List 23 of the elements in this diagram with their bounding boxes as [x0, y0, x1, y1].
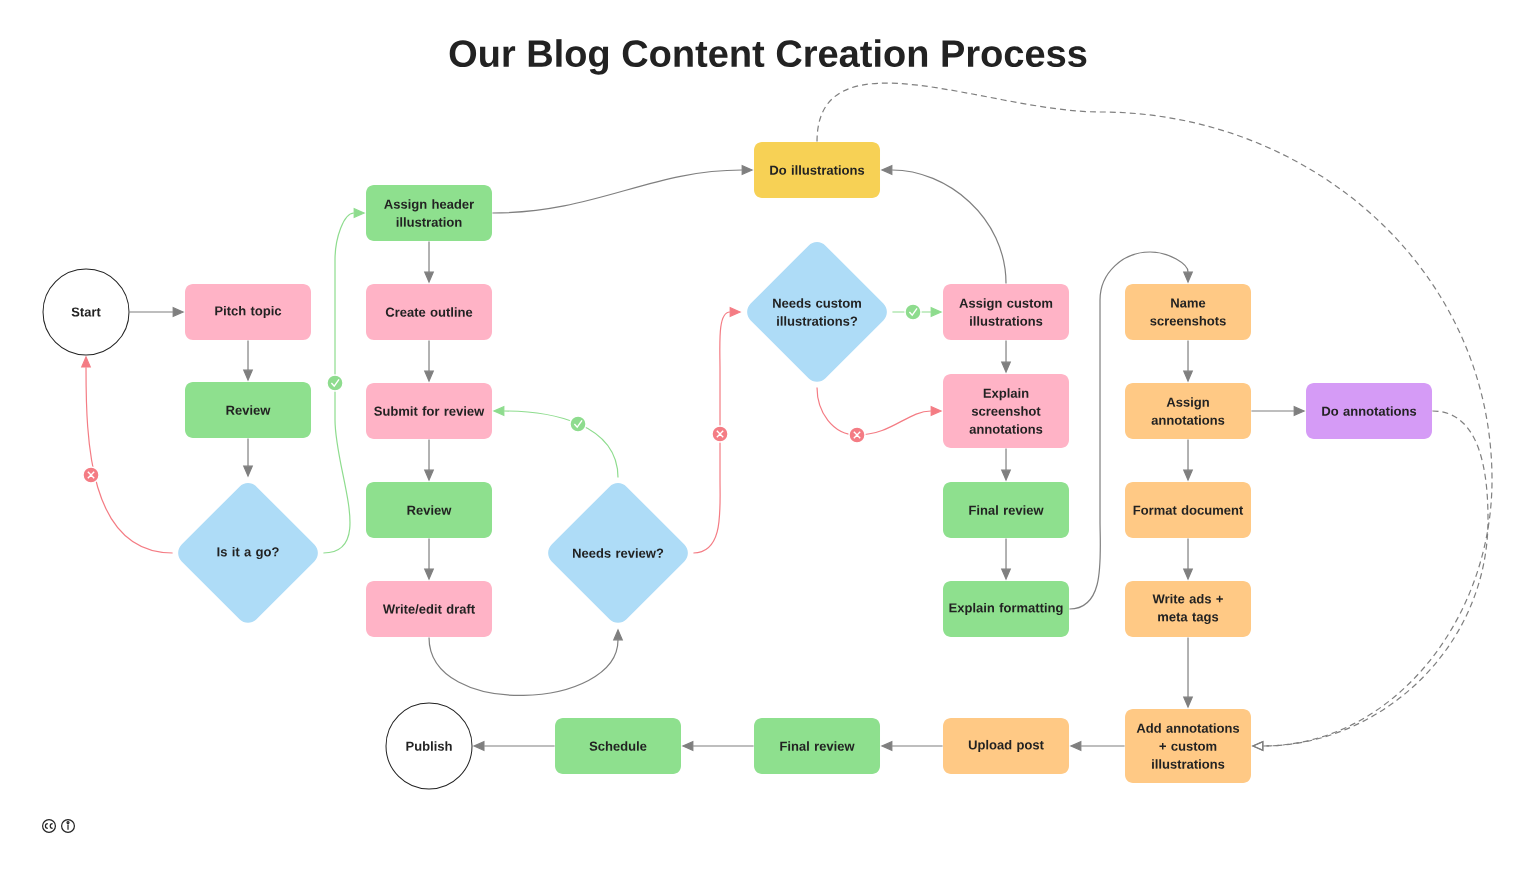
process-box: Review — [185, 382, 311, 438]
arrow — [1068, 251, 1194, 610]
process-box: Submit for review — [366, 383, 492, 439]
process-box: Assign header illustration — [366, 185, 492, 241]
process-box: Add annotations + custom illustrations — [1125, 709, 1251, 783]
process-box: Create outline — [366, 284, 492, 340]
process-box: Explain formatting — [943, 581, 1069, 637]
process-box: Name screenshots — [1125, 284, 1251, 340]
process-box: Schedule — [555, 718, 681, 774]
title: Our Blog Content Creation Process — [449, 39, 1087, 75]
process-box: Final review — [943, 482, 1069, 538]
process-box: Write ads + meta tags — [1125, 581, 1251, 637]
process-box: Do illustrations — [754, 142, 880, 198]
process-box: Assign custom illustrations — [943, 284, 1069, 340]
process-box: Upload post — [943, 718, 1069, 774]
process-box: Assign annotations — [1125, 383, 1251, 439]
process-box: Final review — [754, 718, 880, 774]
process-box: Do annotations — [1306, 383, 1432, 439]
process-box: Review — [366, 482, 492, 538]
process-box: Pitch topic — [185, 284, 311, 340]
process-box: Write/edit draft — [366, 581, 492, 637]
process-box: Explain screenshot annotations — [943, 374, 1069, 448]
process-box: Format document — [1125, 482, 1251, 538]
